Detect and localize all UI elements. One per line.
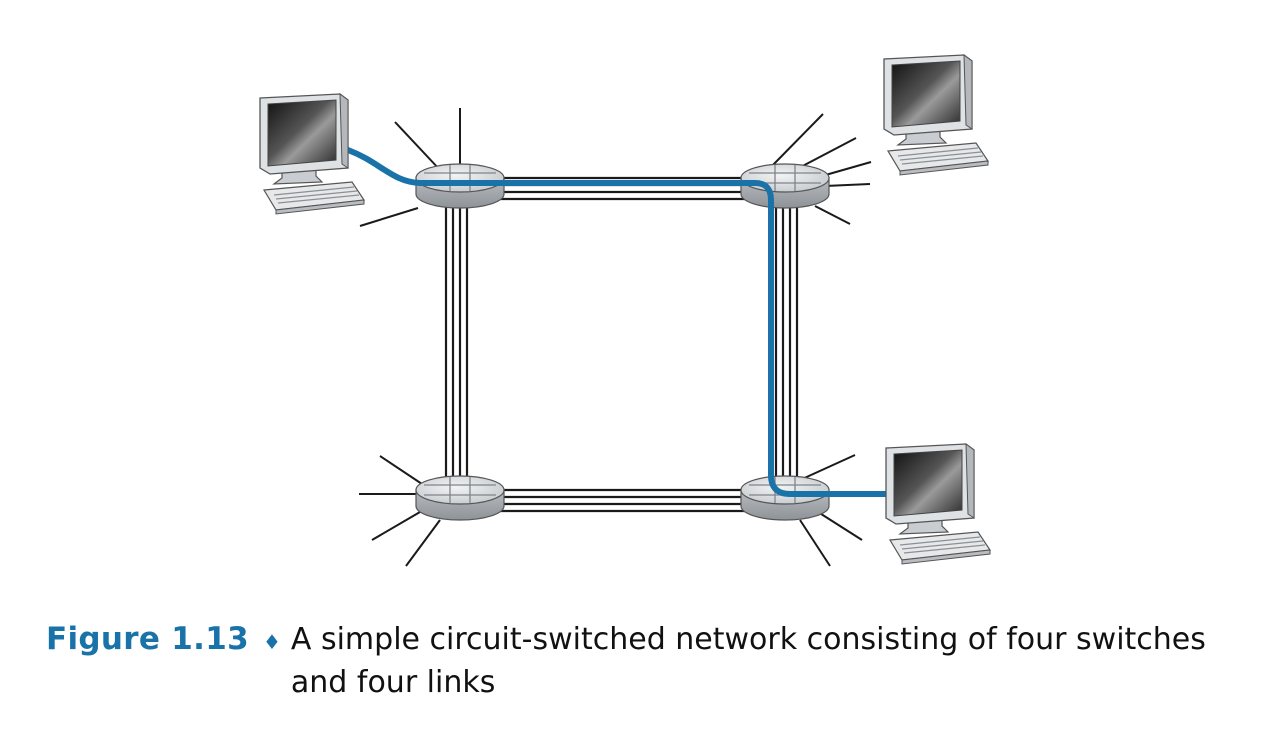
- spokes-top-left: [359, 108, 461, 227]
- host-top-right: [883, 54, 989, 176]
- switch-bottom-left: [415, 475, 505, 521]
- circuit-switched-network-diagram: [259, 54, 991, 567]
- link-left: [444, 205, 469, 485]
- spokes-bottom-left: [359, 455, 441, 567]
- circuit-path: [345, 147, 891, 497]
- figure-caption: Figure 1.13 ♦ A simple circuit-switched …: [46, 618, 1236, 704]
- diamond-separator-icon: ♦: [262, 630, 281, 654]
- spokes-bottom-right: [799, 454, 863, 567]
- caption-text: A simple circuit-switched network consis…: [290, 622, 1206, 700]
- figure-label: Figure 1.13: [46, 621, 249, 657]
- link-right: [774, 205, 799, 485]
- host-left: [259, 93, 365, 215]
- switch-bottom-right: [740, 475, 830, 521]
- host-bottom-right: [885, 443, 991, 565]
- link-bottom: [460, 488, 785, 513]
